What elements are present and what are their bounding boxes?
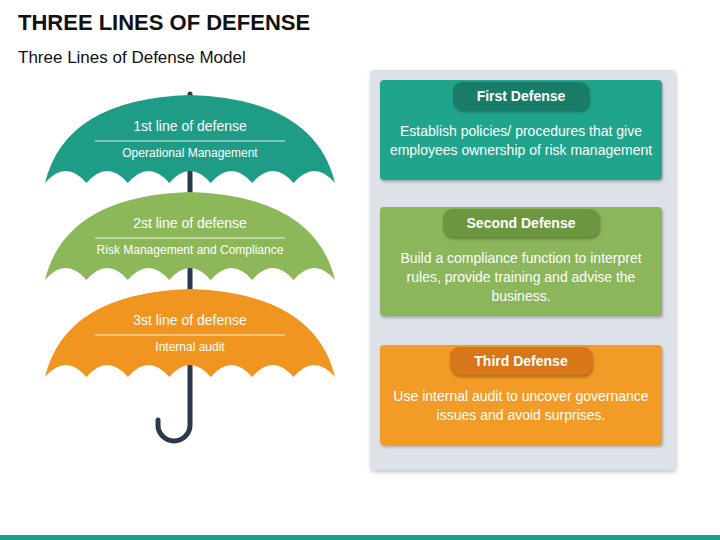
umbrella-canopy: 2st line of defenseRisk Management and C… <box>45 192 335 292</box>
umbrella-canopy: 3st line of defenseInternal audit <box>45 289 335 389</box>
subtitle: Three Lines of Defense Model <box>18 48 246 68</box>
defense-card: Third DefenseUse internal audit to uncov… <box>380 345 662 445</box>
canopy-shape <box>45 192 335 292</box>
line-heading: 1st line of defense <box>133 117 247 135</box>
card-body: Build a compliance function to interpret… <box>388 249 654 306</box>
canopy-fill <box>45 289 335 377</box>
line-description: Risk Management and Compliance <box>97 242 284 258</box>
bottom-bar <box>0 535 720 540</box>
card-heading: Second Defense <box>443 209 600 237</box>
canopy-shape <box>45 95 335 195</box>
line-heading: 3st line of defense <box>133 311 247 329</box>
separator-line <box>95 238 285 239</box>
line-description: Operational Management <box>122 145 257 161</box>
separator-line <box>95 335 285 336</box>
line-description: Internal audit <box>155 339 224 355</box>
defense-card: Second DefenseBuild a compliance functio… <box>380 207 662 316</box>
defense-card: First DefenseEstablish policies/ procedu… <box>380 80 662 180</box>
umbrella-canopy: 1st line of defenseOperational Managemen… <box>45 95 335 195</box>
card-heading: Third Defense <box>450 347 591 375</box>
separator-line <box>95 141 285 142</box>
canopy-fill <box>45 95 335 183</box>
card-body: Use internal audit to uncover governance… <box>388 387 654 425</box>
canopy-shape <box>45 289 335 389</box>
card-heading: First Defense <box>453 82 590 110</box>
title: THREE LINES OF DEFENSE <box>18 10 310 36</box>
card-body: Establish policies/ procedures that give… <box>388 122 654 160</box>
line-heading: 2st line of defense <box>133 214 247 232</box>
canopy-fill <box>45 192 335 280</box>
